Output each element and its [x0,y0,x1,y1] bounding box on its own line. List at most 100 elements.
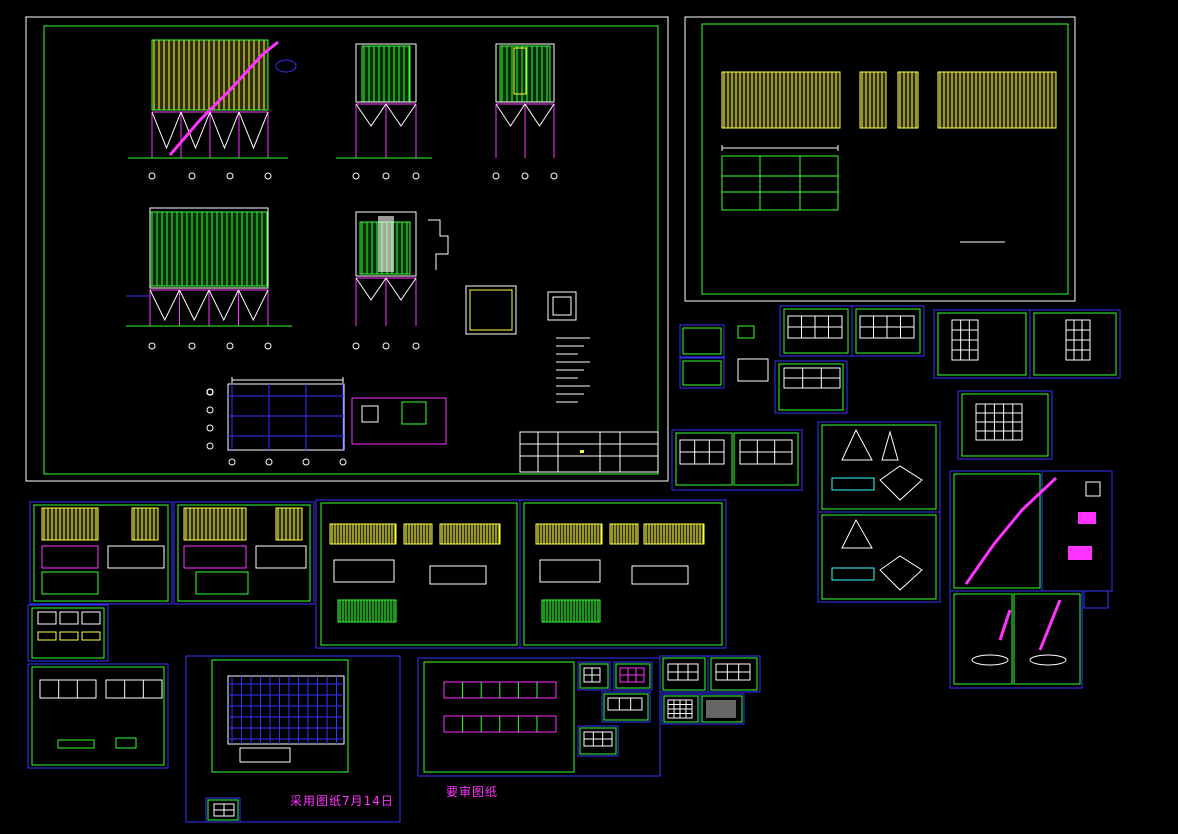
sub-drawing-frame [315,499,521,649]
sub-drawing-frame [851,305,925,357]
elevation-side-a-hoppers [355,103,417,127]
tr-filter-plan-mid-a-edge [859,71,887,129]
sub-drawing-inner-frame [523,502,723,646]
tr-filter-plan-right-edge [937,71,1057,129]
bl-filter-b2 [275,507,303,541]
mb-filter-a3-fill [440,524,500,544]
sub-drawing-inner-frame [821,514,937,600]
elevation-front-hoppers-hopper [151,111,182,150]
sub-drawing-frame [699,693,745,725]
bl-housing-a [41,545,99,569]
sub-drawing-inner-frame [701,695,743,723]
elevation-side-a-housing [355,43,417,103]
hopper-detail-c [841,518,873,549]
sub-drawing-frame [737,358,769,382]
sub-drawing-frame [671,429,803,491]
sub-drawing-inner-frame [33,504,169,602]
sub-drawing-inner-frame [855,308,921,354]
sub-drawing-inner-frame [682,327,722,355]
elevation-side-b-hoppers [495,103,555,127]
sub-drawing-frame [577,725,619,757]
mini-detail-h [715,663,751,681]
sub-drawing-inner-frame [579,727,617,755]
plan-row-axis-bubble [206,388,214,396]
mb-housing-b2 [631,565,689,585]
bl-housing-plan-a-outline [39,679,97,699]
duct-cross-section-inner [469,289,513,331]
sub-drawing-inner-frame [663,695,699,723]
sub-drawing-inner-frame [603,693,649,721]
elevation-front-stair [168,40,279,156]
sub-drawing-frame [185,655,401,823]
elevation-front-axis-axis-bubble [148,172,156,180]
top-right-sheet-outer-frame [684,16,1076,302]
elevation-front-callout [275,59,297,73]
sub-drawing-frame [679,357,725,389]
elevation-rear-axis-axis-bubble [148,342,156,350]
bottom-plan-outline [227,675,345,745]
duct-cross-section [465,285,517,335]
ladder-base-a [971,654,1009,666]
detail-duct-sections [783,367,841,389]
elevation-side-a-hoppers-hopper [355,103,387,127]
sub-drawing-inner-frame [953,593,1013,685]
plan-row-axis-bubble [206,406,214,414]
elevation-front-axis-axis-bubble [188,172,196,180]
bl-housing-plan-b [105,679,163,699]
foundation-plan-outline [227,383,345,451]
sub-drawing-frame [1041,470,1113,592]
mb-housing-a [333,559,395,583]
sub-drawing-frame [949,470,1043,592]
section-axis-axis-bubble [412,342,420,350]
sub-drawing-inner-frame [953,473,1041,589]
tr-filter-plan-mid-b [897,71,919,129]
bl-housing-b [183,545,247,569]
sub-drawing-frame [707,655,761,693]
sub-drawing-frame [601,691,651,723]
tr-filter-plan-left-edge [721,71,841,129]
section-axis-axis-bubble [352,342,360,350]
bl-duct-box [59,611,79,625]
hopper-detail-e [879,465,923,501]
review-note-label: 要审图纸 [446,785,499,799]
section-hoppers [355,277,417,301]
bl-filter-b-edge [183,507,247,541]
sub-drawing-frame [1083,590,1109,609]
sub-drawing-inner-frame [675,432,733,486]
mb-filter-a3 [439,523,501,545]
sub-drawing-frame [933,309,1031,379]
mb-housing-a2 [429,565,487,585]
bl-duct-box [81,611,101,625]
elevation-rear-filter-bags-fill [150,212,268,286]
plan-col-axis-axis-bubble [265,458,273,466]
sub-drawing-frame [957,390,1053,460]
drawing-details [37,40,1101,817]
sub-drawing-inner-frame [31,607,105,659]
bl-filter-a-fill [42,508,98,540]
mb-filter-b3 [643,523,705,545]
plan-col-axis-axis-bubble [339,458,347,466]
sub-drawing-frame [817,511,941,603]
section-axis [352,342,420,350]
plan-col-axis [228,458,347,466]
elevation-side-b-axis-axis-bubble [550,172,558,180]
sub-drawing-inner-frame [579,663,609,689]
tr-filter-plan-left [721,71,841,129]
sub-drawing-inner-frame [733,432,799,486]
detail-flange-set [679,439,725,465]
plan-col-axis-axis-bubble [228,458,236,466]
elevation-side-b-duct [513,47,527,95]
title-block [519,431,659,473]
sub-drawing-frame [817,421,941,513]
bl-filter-b2-edge [275,507,303,541]
sub-drawing-frame [205,797,241,823]
elevation-side-b-axis-axis-bubble [492,172,500,180]
elevation-rear-axis-axis-bubble [264,342,272,350]
tr-filter-plan-right [937,71,1057,129]
bl-filter-a-edge [41,507,99,541]
detail-grid-c [975,403,1023,441]
anchor-bolt-group [401,401,427,425]
bl-housing-b2 [255,545,307,569]
plan-overall-dimension [231,377,344,383]
